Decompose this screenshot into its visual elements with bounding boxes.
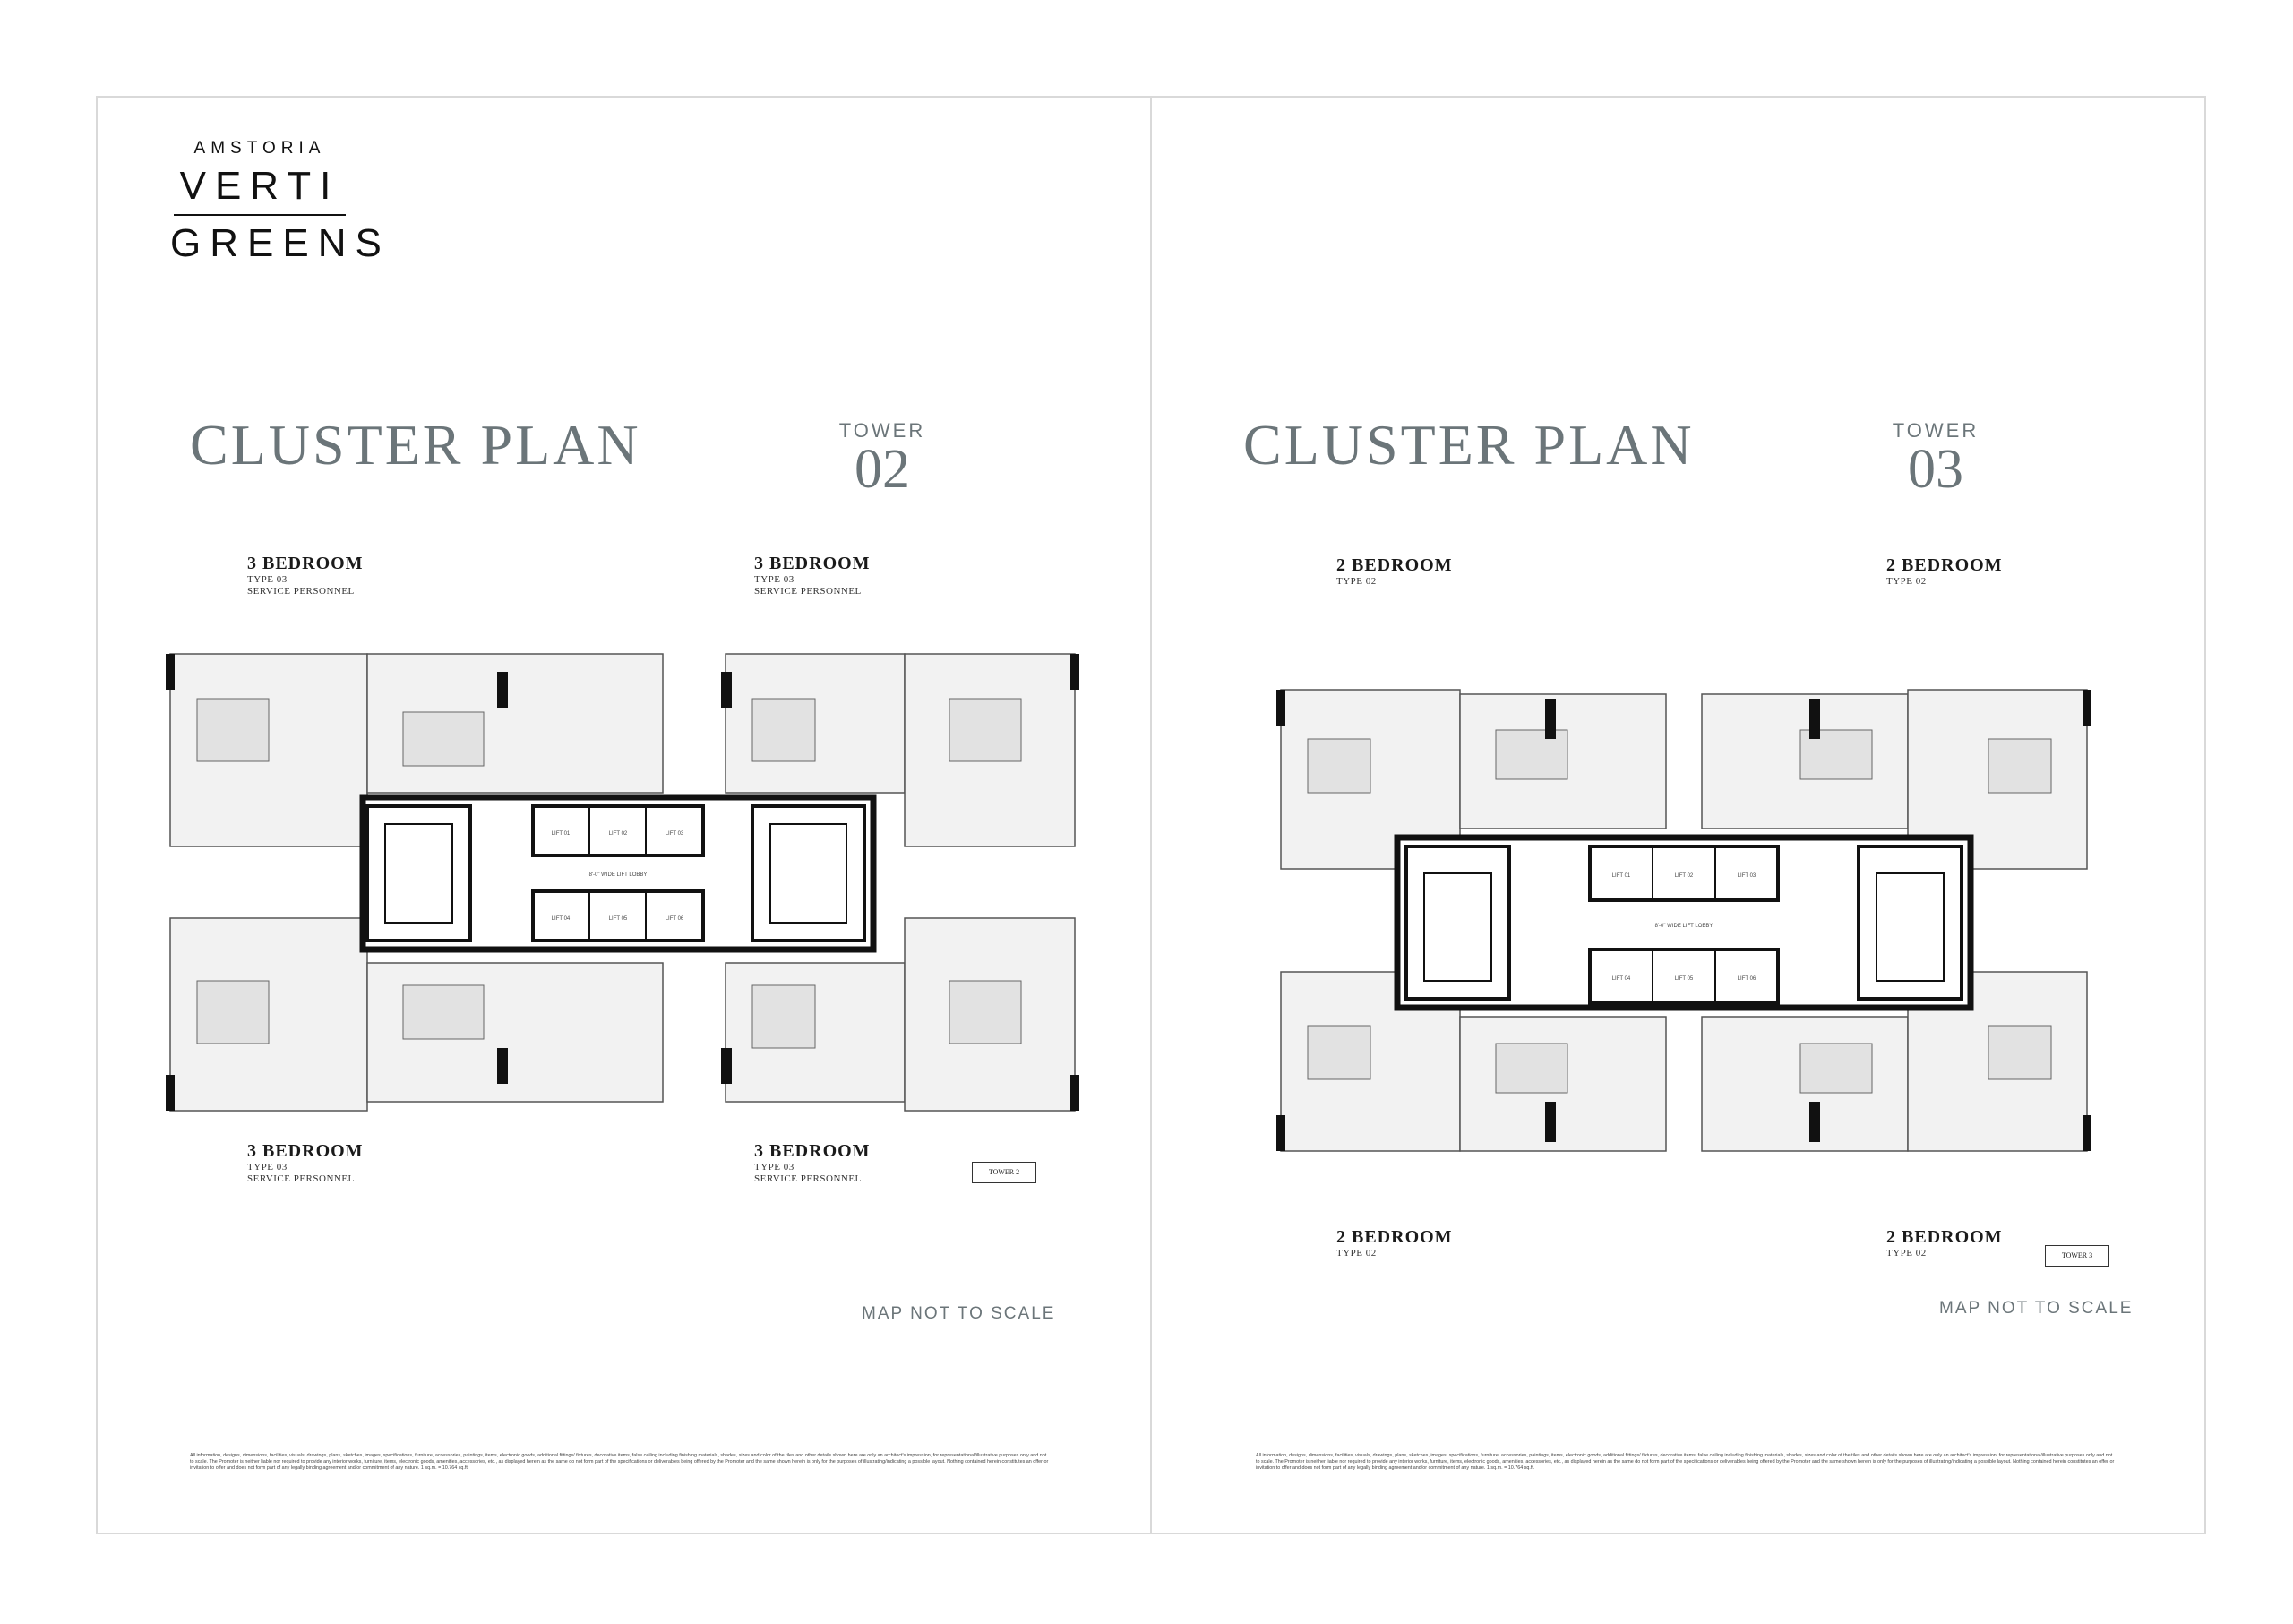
right-tower-label: TOWER [1892,419,1980,442]
brand-line-2: GREENS [170,221,391,265]
left-tower-number: 02 [855,439,910,500]
right-tower-heading: TOWER 03 [1886,419,1985,500]
lift-label: LIFT 06 [1738,976,1756,982]
left-page-title: CLUSTER PLAN [190,413,641,477]
left-unit-label: 3 BEDROOM TYPE 03 SERVICE PERSONNEL [247,1141,364,1184]
lobby-label: 8'-0" WIDE LIFT LOBBY [589,872,648,878]
lift-label: LIFT 05 [609,916,628,922]
lift-label: LIFT 02 [609,831,628,837]
tower-02-floor-plan: LIFT 01 LIFT 02 LIFT 03 LIFT 04 LIFT 05 … [166,653,1079,1112]
left-key-tag: TOWER 2 [972,1162,1036,1183]
right-unit-label: 2 BEDROOM TYPE 02 [1336,1227,1453,1259]
lift-label: LIFT 05 [1675,976,1694,982]
brand-name: AMSTORIA [193,139,326,158]
right-key-tag: TOWER 3 [2045,1245,2109,1267]
lift-label: LIFT 02 [1675,873,1694,879]
brand-line-1: VERTI [179,164,340,208]
lift-label: LIFT 04 [1612,976,1631,982]
lift-label: LIFT 04 [552,916,571,922]
right-page-title: CLUSTER PLAN [1243,413,1695,477]
tower-03-floor-plan: LIFT 01 LIFT 02 LIFT 03 LIFT 04 LIFT 05 … [1276,689,2091,1152]
left-tower-label: TOWER [838,419,926,442]
right-scale-note: MAP NOT TO SCALE [1939,1299,2134,1318]
left-unit-label: 3 BEDROOM TYPE 03 SERVICE PERSONNEL [754,1141,871,1184]
lift-label: LIFT 06 [666,916,684,922]
right-unit-label: 2 BEDROOM TYPE 02 [1886,1227,2003,1259]
left-disclaimer: All information, designs, dimensions, fa… [190,1453,1049,1471]
left-unit-label: 3 BEDROOM TYPE 03 SERVICE PERSONNEL [754,554,871,597]
logo-rule [174,214,346,216]
left-unit-label: 3 BEDROOM TYPE 03 SERVICE PERSONNEL [247,554,364,597]
right-tower-number: 03 [1908,439,1963,500]
lift-label: LIFT 03 [1738,873,1756,879]
right-unit-label: 2 BEDROOM TYPE 02 [1886,555,2003,587]
page-divider [1150,96,1152,1534]
left-tower-heading: TOWER 02 [833,419,932,500]
lift-label: LIFT 01 [552,831,571,837]
lift-label: LIFT 03 [666,831,684,837]
left-scale-note: MAP NOT TO SCALE [862,1304,1056,1323]
brand-logo: AMSTORIA VERTI GREENS [170,139,391,266]
right-unit-label: 2 BEDROOM TYPE 02 [1336,555,1453,587]
lobby-label: 8'-0" WIDE LIFT LOBBY [1655,924,1713,929]
right-disclaimer: All information, designs, dimensions, fa… [1256,1453,2115,1471]
lift-label: LIFT 01 [1612,873,1631,879]
